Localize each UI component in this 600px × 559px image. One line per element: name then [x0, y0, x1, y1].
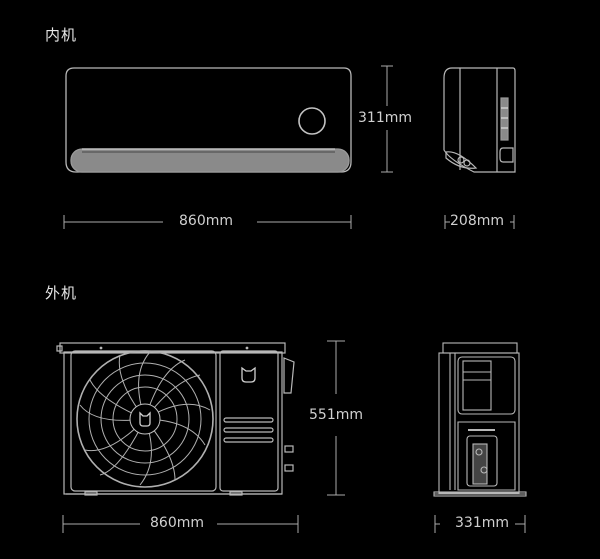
outdoor-unit-title: 外机 — [45, 284, 78, 302]
indoor-height-label: 311mm — [358, 110, 412, 126]
outdoor-depth-label: 331mm — [455, 515, 509, 531]
indoor-depth-label: 208mm — [450, 213, 504, 229]
outdoor-height-dimension — [327, 340, 345, 496]
indoor-depth-dimension — [444, 215, 515, 229]
outdoor-height-label: 551mm — [309, 407, 363, 423]
indoor-unit-front-view — [65, 67, 352, 173]
outdoor-width-label: 860mm — [150, 515, 204, 531]
indoor-width-dimension — [63, 215, 352, 229]
mi-logo-icon — [139, 366, 256, 427]
indoor-unit-title: 内机 — [45, 26, 78, 44]
indoor-unit-side-view — [443, 67, 516, 173]
outdoor-unit-side-view — [433, 342, 527, 497]
fan-grille — [76, 350, 214, 488]
outdoor-width-dimension — [62, 515, 299, 533]
indoor-height-dimension — [381, 65, 393, 173]
outdoor-depth-dimension — [434, 515, 526, 533]
indoor-width-label: 860mm — [179, 213, 233, 229]
